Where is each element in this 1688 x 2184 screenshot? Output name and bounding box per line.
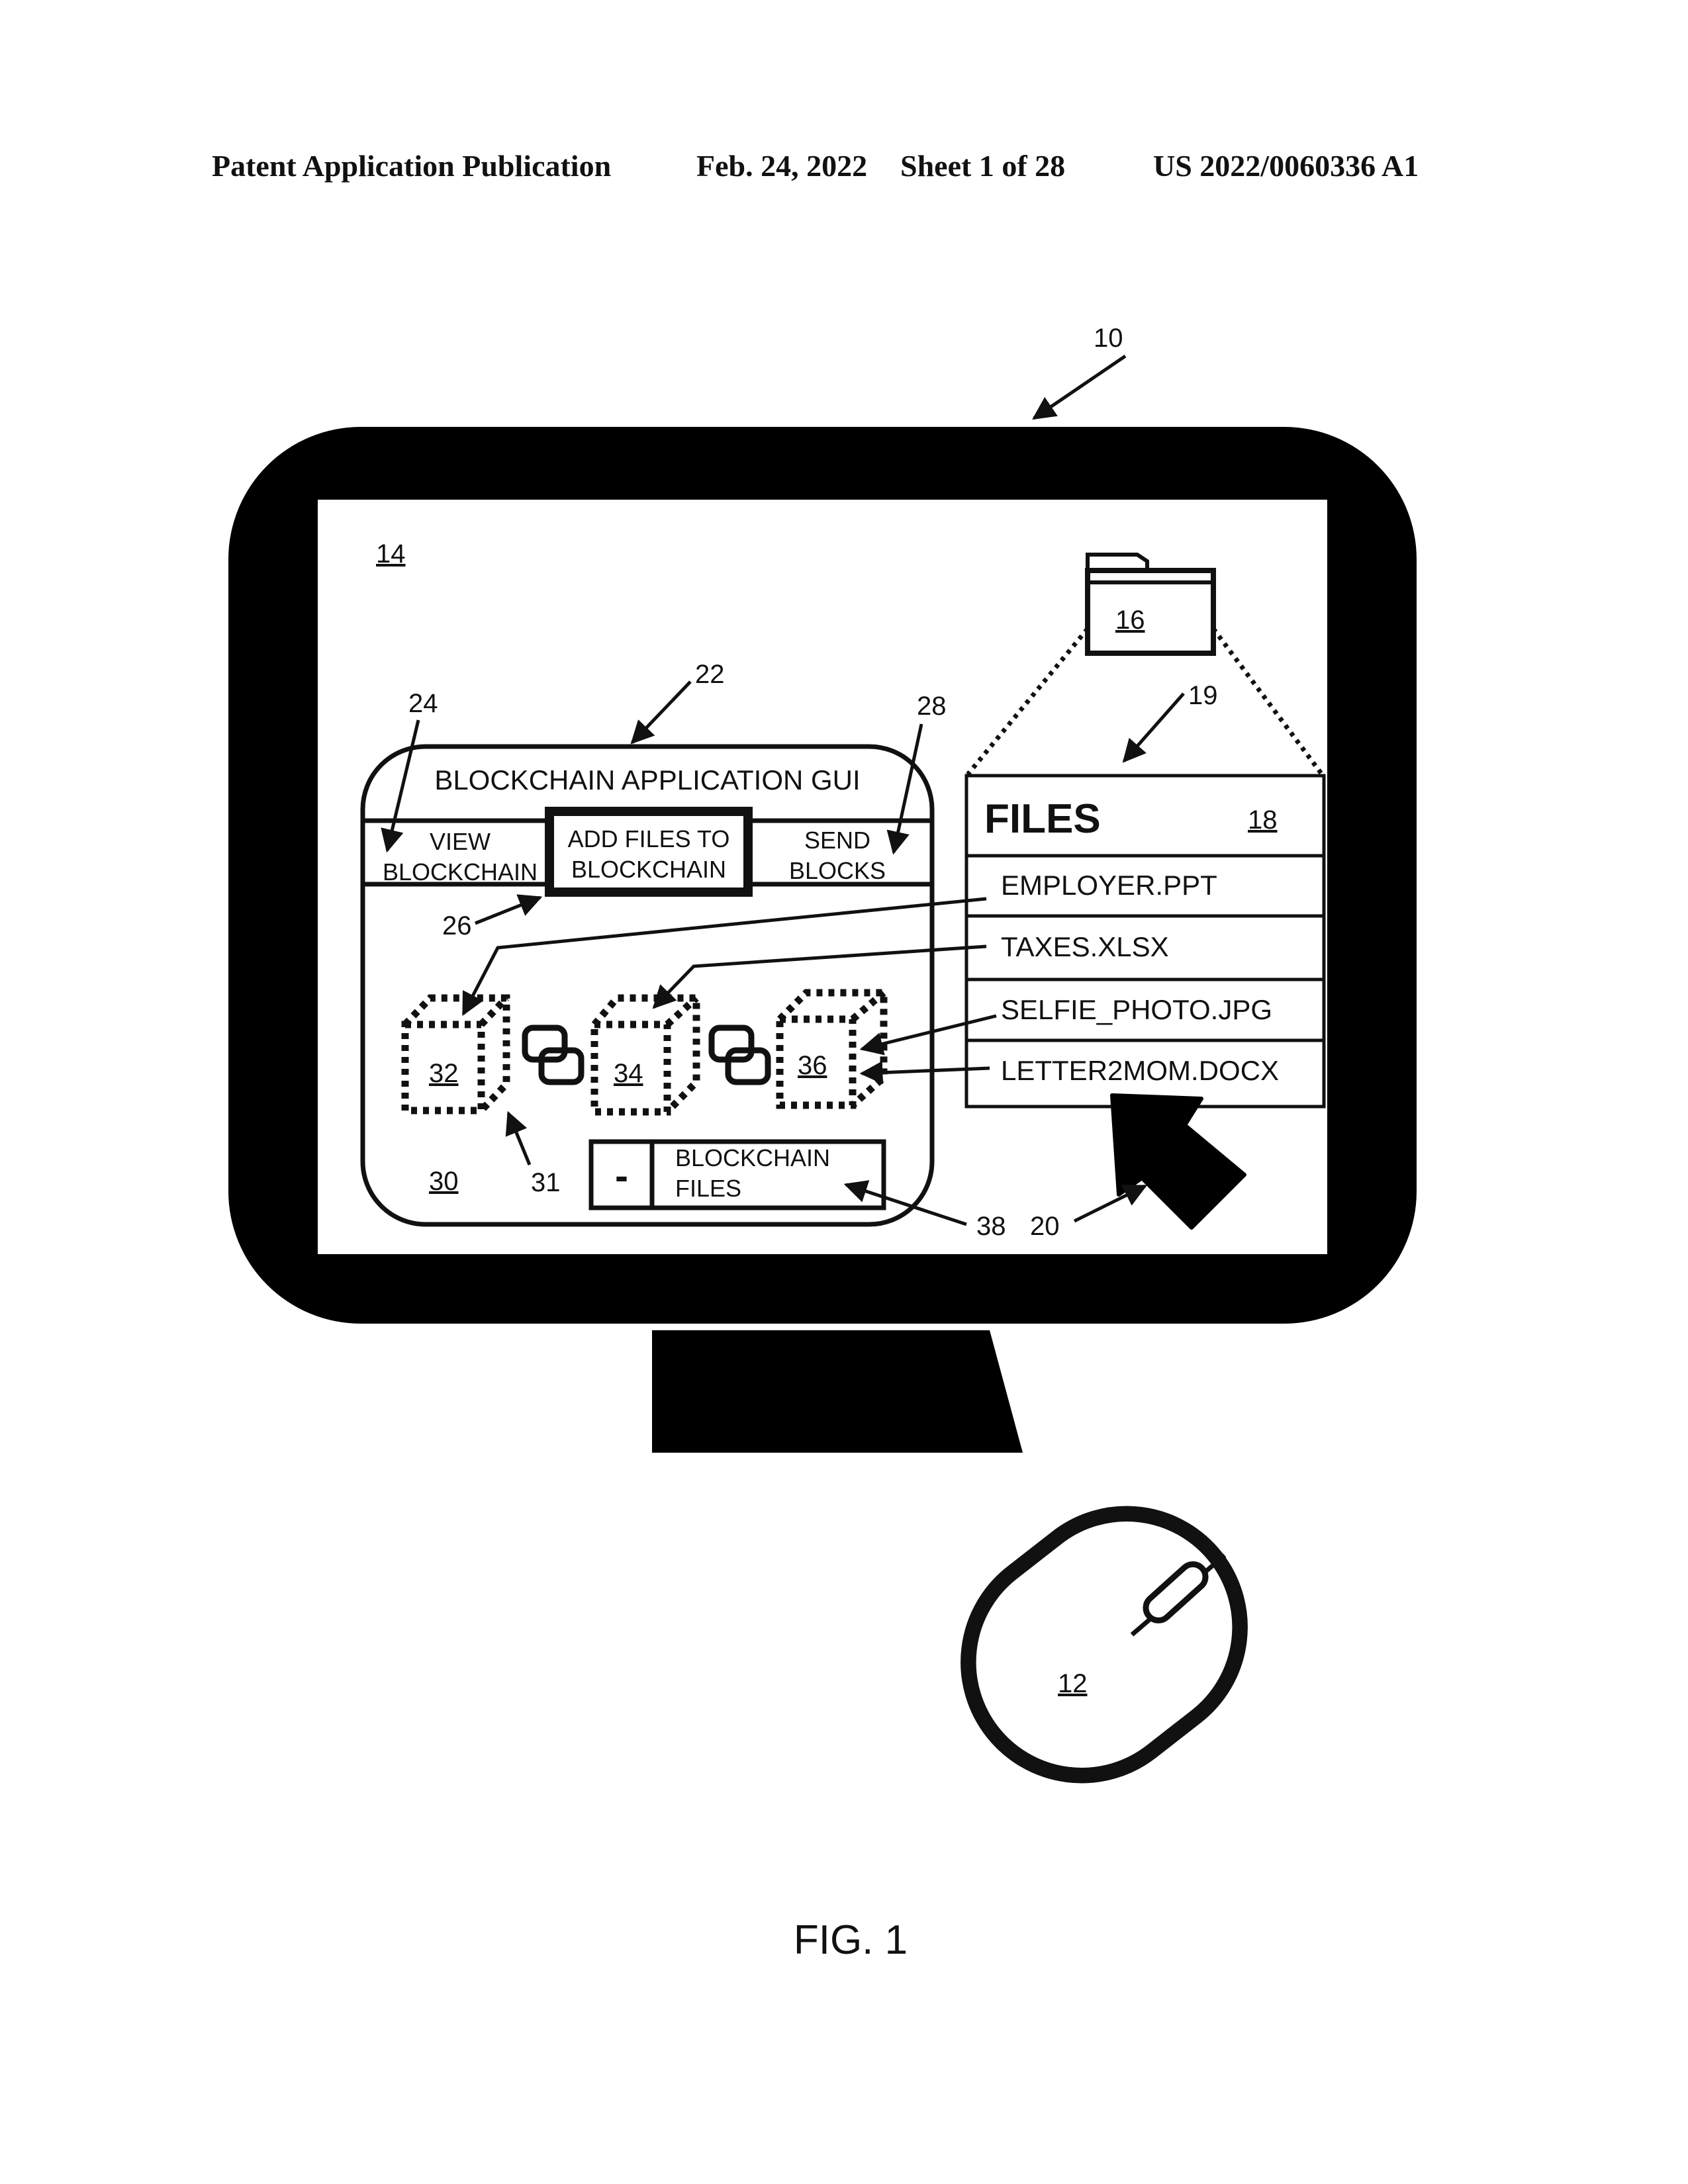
ref-folder: 16 bbox=[1115, 606, 1145, 635]
ref-add-tab: 26 bbox=[442, 911, 472, 940]
files-window-title: FILES bbox=[984, 796, 1101, 842]
files-button-symbol: - bbox=[615, 1154, 628, 1198]
ref-files-button: 38 bbox=[976, 1212, 1006, 1241]
ref-view-tab: 24 bbox=[408, 689, 438, 718]
ref-files-window: 18 bbox=[1248, 805, 1278, 835]
header-sheet: Sheet 1 of 28 bbox=[900, 149, 1065, 183]
ref-cursor: 20 bbox=[1030, 1212, 1060, 1241]
ref-chain-link: 31 bbox=[531, 1168, 561, 1197]
folder-icon bbox=[1088, 555, 1213, 653]
tab-send-label-line2: BLOCKS bbox=[789, 857, 886, 884]
file-item[interactable]: TAXES.XLSX bbox=[1001, 931, 1169, 962]
ref-system: 10 bbox=[1094, 324, 1123, 353]
monitor-stand bbox=[652, 1330, 1023, 1453]
figure-label: FIG. 1 bbox=[794, 1917, 908, 1963]
gui-title: BLOCKCHAIN APPLICATION GUI bbox=[434, 764, 860, 796]
tab-add-label-line2: BLOCKCHAIN bbox=[571, 856, 726, 883]
ref-system-arrow bbox=[1034, 356, 1125, 418]
ref-gui: 22 bbox=[695, 660, 725, 689]
ref-block-c: 36 bbox=[798, 1051, 827, 1080]
header-publication: Patent Application Publication bbox=[212, 149, 611, 183]
tab-add-files-to-blockchain[interactable]: ADD FILES TO BLOCKCHAIN bbox=[549, 811, 748, 892]
ref-display: 14 bbox=[376, 539, 406, 569]
files-button-label-line1: BLOCKCHAIN bbox=[675, 1144, 830, 1171]
ref-block-b: 34 bbox=[614, 1059, 643, 1088]
mouse-icon[interactable] bbox=[923, 1469, 1284, 1820]
tab-view-label-line2: BLOCKCHAIN bbox=[383, 858, 538, 886]
tab-view-label-line1: VIEW bbox=[430, 828, 491, 855]
header-patent-number: US 2022/0060336 A1 bbox=[1153, 149, 1419, 183]
ref-send-tab: 28 bbox=[917, 692, 947, 721]
ref-blockchain-area: 30 bbox=[429, 1167, 459, 1196]
ref-files-window-arrow: 19 bbox=[1188, 681, 1218, 710]
blockchain-files-button[interactable]: - BLOCKCHAIN FILES bbox=[591, 1142, 884, 1208]
header-date: Feb. 24, 2022 bbox=[696, 149, 867, 183]
tab-send-label-line1: SEND bbox=[804, 827, 870, 854]
ref-block-a: 32 bbox=[429, 1059, 459, 1088]
ref-mouse: 12 bbox=[1058, 1669, 1088, 1698]
files-button-label-line2: FILES bbox=[675, 1175, 741, 1202]
file-item[interactable]: LETTER2MOM.DOCX bbox=[1001, 1055, 1279, 1086]
file-item[interactable]: EMPLOYER.PPT bbox=[1001, 870, 1217, 901]
tab-add-label-line1: ADD FILES TO bbox=[568, 825, 730, 852]
file-item[interactable]: SELFIE_PHOTO.JPG bbox=[1001, 994, 1272, 1025]
